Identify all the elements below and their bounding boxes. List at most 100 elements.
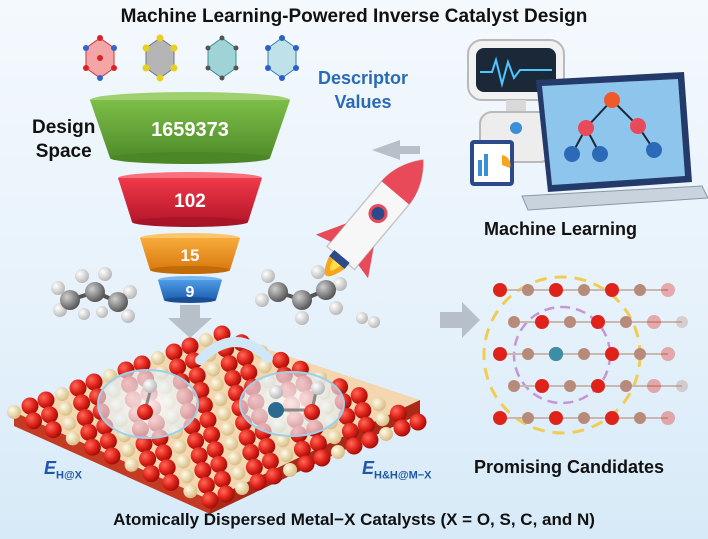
right-arrow xyxy=(440,302,480,338)
candidate-atom xyxy=(564,380,576,392)
energy-label-right: EH&H@M−X xyxy=(362,458,432,482)
surface-atom-o xyxy=(206,441,224,459)
footer-caption: Atomically Dispersed Metal−X Catalysts (… xyxy=(113,510,595,529)
surface-atom-o xyxy=(261,452,279,470)
funnel-level-3: 15 xyxy=(140,233,240,274)
funnel-value-2: 102 xyxy=(174,191,206,212)
surface-atom-o xyxy=(133,355,151,373)
surface-atom-o xyxy=(135,435,153,453)
funnel-value-1: 1659373 xyxy=(151,119,229,141)
machine-learning-label: Machine Learning xyxy=(484,219,638,239)
surface-atom-o xyxy=(350,387,368,405)
surface-atom-o xyxy=(313,449,331,467)
candidate-atom xyxy=(605,283,619,297)
surface-atom-o xyxy=(69,379,87,397)
surface-atom-o xyxy=(181,337,199,355)
candidate-atom xyxy=(620,380,632,392)
surface-atom-o xyxy=(210,455,228,473)
funnel-value-3: 15 xyxy=(181,246,200,265)
surface-atom-o xyxy=(224,369,242,387)
surface-atom-o xyxy=(187,432,205,450)
surface-atom-o xyxy=(272,351,290,369)
surface-atom-x xyxy=(7,405,21,419)
funnel-level-1: 1659373 xyxy=(90,92,290,164)
surface-atom-o xyxy=(169,358,187,376)
candidate-atom xyxy=(661,411,675,425)
candidate-atom xyxy=(535,379,549,393)
candidate-atom xyxy=(493,283,507,297)
surface-atom-o xyxy=(139,450,157,468)
surface-atom-x xyxy=(231,466,246,481)
surface-atom-x xyxy=(213,392,228,407)
surface-atom-x xyxy=(375,412,390,427)
surface-atom-x xyxy=(65,431,80,446)
left-arrow xyxy=(372,140,420,160)
surface-atom-x xyxy=(327,430,342,445)
candidate-atom xyxy=(591,379,605,393)
surface-atom-o xyxy=(165,343,183,361)
surface-atom-o xyxy=(201,491,219,509)
surface-atom-o xyxy=(240,363,258,381)
surface-atom-o xyxy=(25,412,43,430)
surface-atom-x xyxy=(199,333,213,347)
surface-atom-x xyxy=(124,457,139,472)
surface-atom-o xyxy=(44,421,62,439)
surface-atom-o xyxy=(155,444,173,462)
surface-atom-x xyxy=(209,377,224,392)
candidate-atom xyxy=(620,316,632,328)
funnel-level-2: 102 xyxy=(118,172,262,227)
candidate-atom xyxy=(549,411,563,425)
candidate-atom xyxy=(634,284,646,296)
candidate-atom xyxy=(522,412,534,424)
candidate-atom xyxy=(634,412,646,424)
surface-atom-x xyxy=(62,416,77,431)
surface-atom-o xyxy=(341,422,359,440)
surface-atom-o xyxy=(265,467,283,485)
candidate-atom xyxy=(522,348,534,360)
surface-atom-o xyxy=(195,396,213,414)
surface-atom-o xyxy=(83,438,101,456)
surface-atom-o xyxy=(80,423,98,441)
surface-atom-o xyxy=(236,349,254,367)
surface-atom-o xyxy=(217,485,235,503)
rocket-illustration xyxy=(315,159,424,279)
surface-atom-o xyxy=(258,437,276,455)
funnel-value-4: 9 xyxy=(186,284,195,301)
candidate-atom xyxy=(605,347,619,361)
candidate-atom xyxy=(676,316,688,328)
surface-atom-o xyxy=(99,432,117,450)
surface-atom-o xyxy=(197,476,215,494)
surface-atom-o xyxy=(357,416,375,434)
surface-atom-o xyxy=(409,413,427,431)
surface-atom-o xyxy=(393,419,411,437)
candidate-atom xyxy=(647,379,661,393)
surface-atom-o xyxy=(293,440,311,458)
surface-atom-x xyxy=(227,451,242,466)
propane-molecule-left xyxy=(51,267,137,323)
surface-atom-o xyxy=(245,458,263,476)
surface-atom-o xyxy=(103,447,121,465)
surface-atom-o xyxy=(85,373,103,391)
surface-atom-x xyxy=(224,436,239,451)
surface-atom-o xyxy=(354,401,372,419)
surface-atom-o xyxy=(199,411,217,429)
surface-atom-o xyxy=(158,459,176,477)
promising-candidates-label: Promising Candidates xyxy=(474,457,665,477)
surface-atom-o xyxy=(249,473,267,491)
candidate-atom xyxy=(493,411,507,425)
candidate-atom xyxy=(676,380,688,392)
propene-molecule-right xyxy=(255,265,380,328)
candidate-atom xyxy=(605,411,619,425)
candidate-atom xyxy=(493,347,507,361)
candidate-atom xyxy=(578,284,590,296)
surface-atom-o xyxy=(203,426,221,444)
surface-atom-x xyxy=(183,484,198,499)
surface-atom-o xyxy=(309,434,327,452)
candidate-structure xyxy=(482,275,688,435)
surface-atom-x xyxy=(172,439,187,454)
surface-atom-o xyxy=(213,470,231,488)
candidate-atom xyxy=(522,284,534,296)
metal-center-atom xyxy=(549,347,563,361)
surface-atom-o xyxy=(220,355,238,373)
